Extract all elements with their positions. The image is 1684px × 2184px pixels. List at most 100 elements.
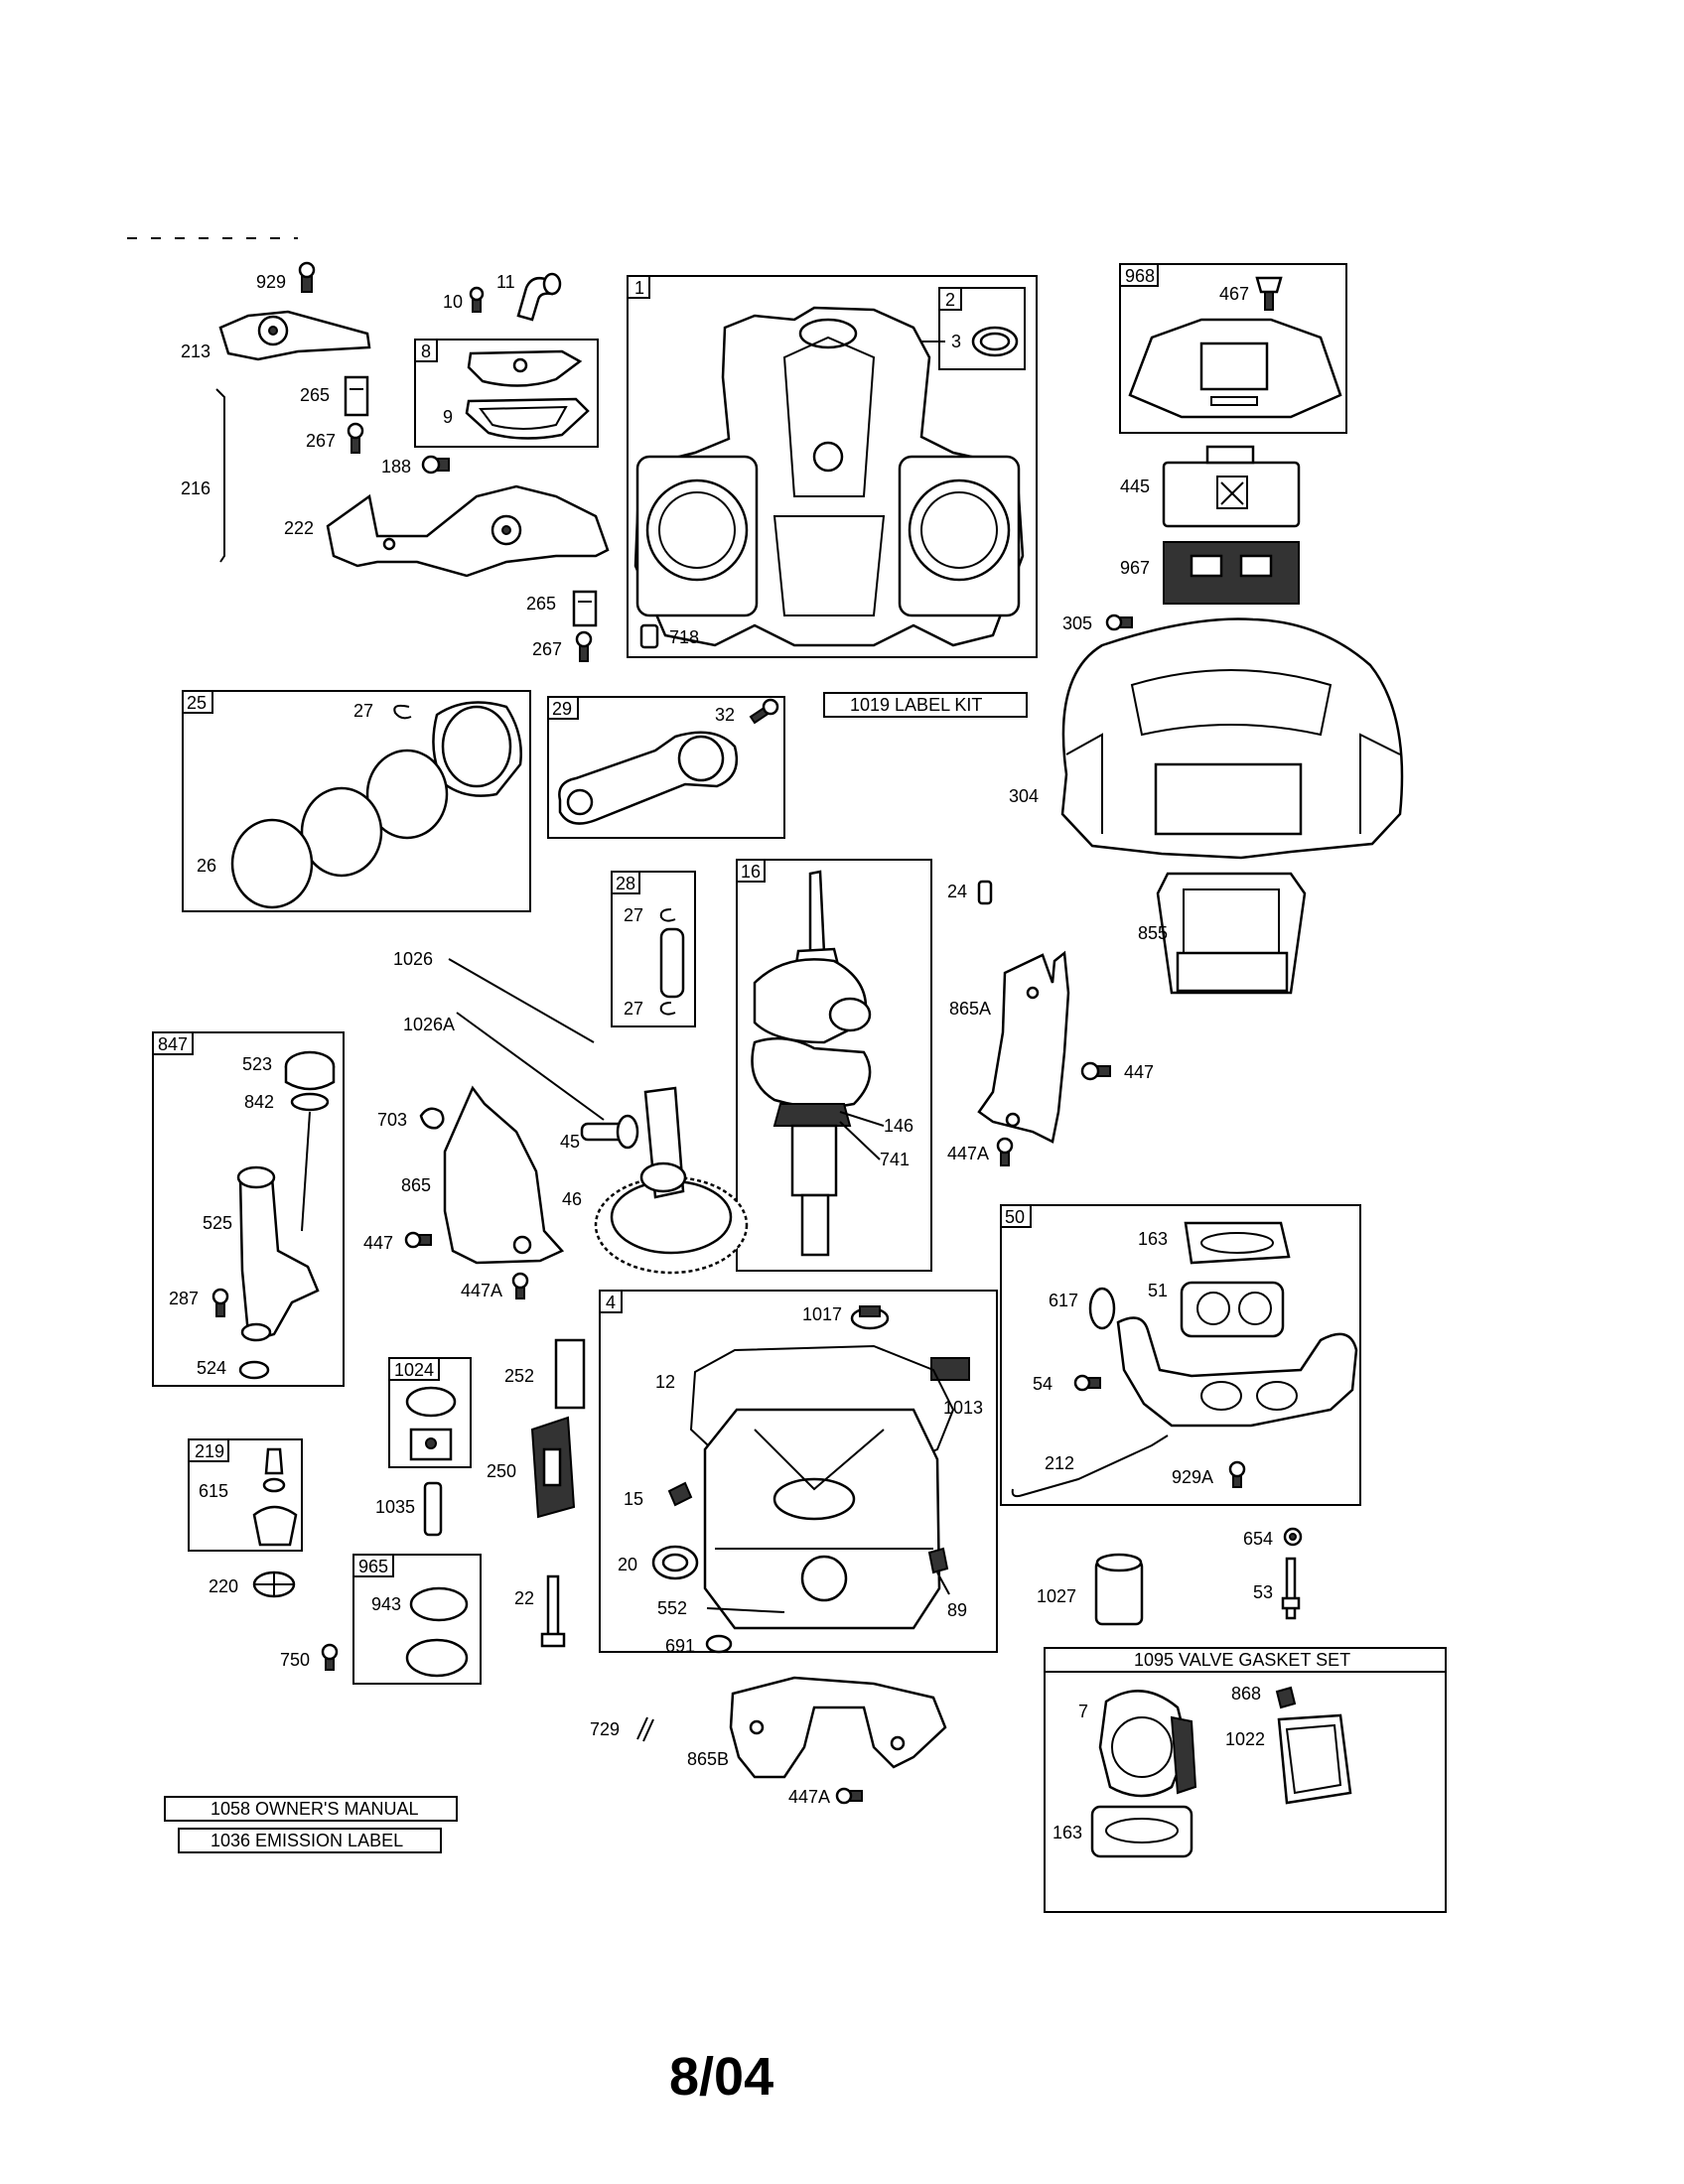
callout-1026: 1026 bbox=[393, 949, 433, 969]
part-1027-oil-filter bbox=[1094, 1553, 1144, 1626]
box-219 bbox=[188, 1438, 303, 1552]
box-965-number: 965 bbox=[358, 1557, 388, 1576]
callout-212: 212 bbox=[1045, 1453, 1074, 1473]
part-51-gasket bbox=[1180, 1281, 1285, 1338]
part-617-o-ring bbox=[1088, 1287, 1116, 1330]
part-45-tappet bbox=[580, 1114, 639, 1150]
part-163-gasket-b bbox=[1090, 1805, 1193, 1858]
callout-741: 741 bbox=[880, 1150, 910, 1169]
box-1 bbox=[627, 275, 1038, 658]
box-847-number: 847 bbox=[158, 1034, 188, 1054]
callout-750: 750 bbox=[280, 1650, 310, 1670]
callout-22: 22 bbox=[514, 1588, 534, 1608]
box-968 bbox=[1119, 263, 1347, 434]
callout-842: 842 bbox=[244, 1092, 274, 1112]
callout-865b: 865B bbox=[687, 1749, 729, 1769]
part-447a-screw-a bbox=[996, 1137, 1014, 1166]
emission-label-text: 1036 EMISSION LABEL bbox=[210, 1831, 403, 1850]
part-855-air-inlet bbox=[1156, 872, 1307, 995]
label-kit-box bbox=[823, 692, 1028, 718]
callout-718: 718 bbox=[669, 627, 699, 647]
callout-525: 525 bbox=[203, 1213, 232, 1233]
callout-729: 729 bbox=[590, 1719, 620, 1739]
box-4 bbox=[599, 1290, 998, 1653]
box-965 bbox=[352, 1554, 482, 1685]
part-467-knob bbox=[1255, 276, 1283, 311]
callout-929: 929 bbox=[256, 272, 286, 292]
callout-163-b: 163 bbox=[1052, 1823, 1082, 1843]
emission-label-box bbox=[178, 1828, 442, 1853]
box-8 bbox=[414, 339, 599, 448]
callout-654: 654 bbox=[1243, 1529, 1273, 1549]
part-703-clip bbox=[419, 1107, 445, 1130]
part-piston bbox=[432, 701, 522, 797]
callout-703: 703 bbox=[377, 1110, 407, 1130]
callout-54: 54 bbox=[1033, 1374, 1052, 1394]
part-54-screw bbox=[1073, 1374, 1101, 1392]
owners-manual-text: 1058 OWNER'S MANUAL bbox=[210, 1799, 419, 1819]
part-53-stud bbox=[1281, 1557, 1301, 1620]
box-29-number: 29 bbox=[552, 699, 572, 719]
part-4-sump bbox=[703, 1408, 941, 1630]
part-1024-governor-gear bbox=[405, 1386, 457, 1461]
part-1035-shaft bbox=[423, 1481, 443, 1537]
callout-523: 523 bbox=[242, 1054, 272, 1074]
part-11-tube bbox=[516, 272, 562, 322]
box-8-number: 8 bbox=[421, 341, 431, 361]
part-750-screw bbox=[321, 1643, 339, 1671]
callout-220: 220 bbox=[209, 1576, 238, 1596]
part-intake-manifold bbox=[1116, 1316, 1358, 1428]
callout-27-c: 27 bbox=[624, 999, 643, 1019]
part-1026a-push-rod bbox=[456, 1012, 605, 1121]
part-28-piston-pin bbox=[659, 927, 685, 999]
part-212-breather-tube bbox=[1011, 1434, 1169, 1498]
part-654-nut bbox=[1283, 1527, 1303, 1547]
part-20-oil-seal bbox=[651, 1545, 699, 1580]
callout-51: 51 bbox=[1148, 1281, 1168, 1300]
box-25-number: 25 bbox=[187, 693, 207, 713]
part-29-connecting-rod bbox=[558, 731, 739, 825]
part-252-block bbox=[554, 1338, 586, 1410]
callout-524: 524 bbox=[197, 1358, 226, 1378]
callout-265-a: 265 bbox=[300, 385, 330, 405]
callout-163-a: 163 bbox=[1138, 1229, 1168, 1249]
callout-27-a: 27 bbox=[353, 701, 373, 721]
box-16 bbox=[736, 859, 932, 1272]
callout-20: 20 bbox=[618, 1555, 637, 1574]
part-691-plug bbox=[705, 1634, 733, 1654]
callout-252: 252 bbox=[504, 1366, 534, 1386]
callout-24: 24 bbox=[947, 882, 967, 901]
callout-265-b: 265 bbox=[526, 594, 556, 614]
part-447-screw-a bbox=[1080, 1061, 1111, 1081]
part-265-clip bbox=[344, 375, 369, 417]
callout-3: 3 bbox=[951, 332, 961, 351]
label-kit-text: 1019 LABEL KIT bbox=[850, 695, 982, 715]
part-305-screw bbox=[1105, 614, 1133, 631]
callout-146: 146 bbox=[884, 1116, 913, 1136]
part-943-seal bbox=[409, 1586, 469, 1622]
box-25 bbox=[182, 690, 531, 912]
part-32-bolt bbox=[749, 698, 779, 725]
box-50 bbox=[1000, 1204, 1361, 1506]
part-524-seal bbox=[238, 1360, 270, 1380]
owners-manual-box bbox=[164, 1796, 458, 1822]
box-2 bbox=[938, 287, 1026, 370]
callout-855: 855 bbox=[1138, 923, 1168, 943]
callout-865a: 865A bbox=[949, 999, 991, 1019]
part-447a-screw-b bbox=[511, 1272, 529, 1299]
box-4-number: 4 bbox=[606, 1293, 616, 1312]
part-27-clip-c bbox=[659, 1002, 676, 1016]
part-929a-screw bbox=[1228, 1460, 1246, 1488]
footer-date: 8/04 bbox=[669, 2047, 773, 2107]
part-188-screw bbox=[421, 455, 450, 475]
callout-865: 865 bbox=[401, 1175, 431, 1195]
part-8-cover bbox=[467, 349, 583, 387]
box-968-number: 968 bbox=[1125, 266, 1155, 286]
callout-10: 10 bbox=[443, 292, 463, 312]
callout-46: 46 bbox=[562, 1189, 582, 1209]
callout-447-b: 447 bbox=[363, 1233, 393, 1253]
callout-216: 216 bbox=[181, 478, 210, 498]
box-219-number: 219 bbox=[195, 1441, 224, 1461]
part-16-crankshaft bbox=[751, 870, 872, 1257]
